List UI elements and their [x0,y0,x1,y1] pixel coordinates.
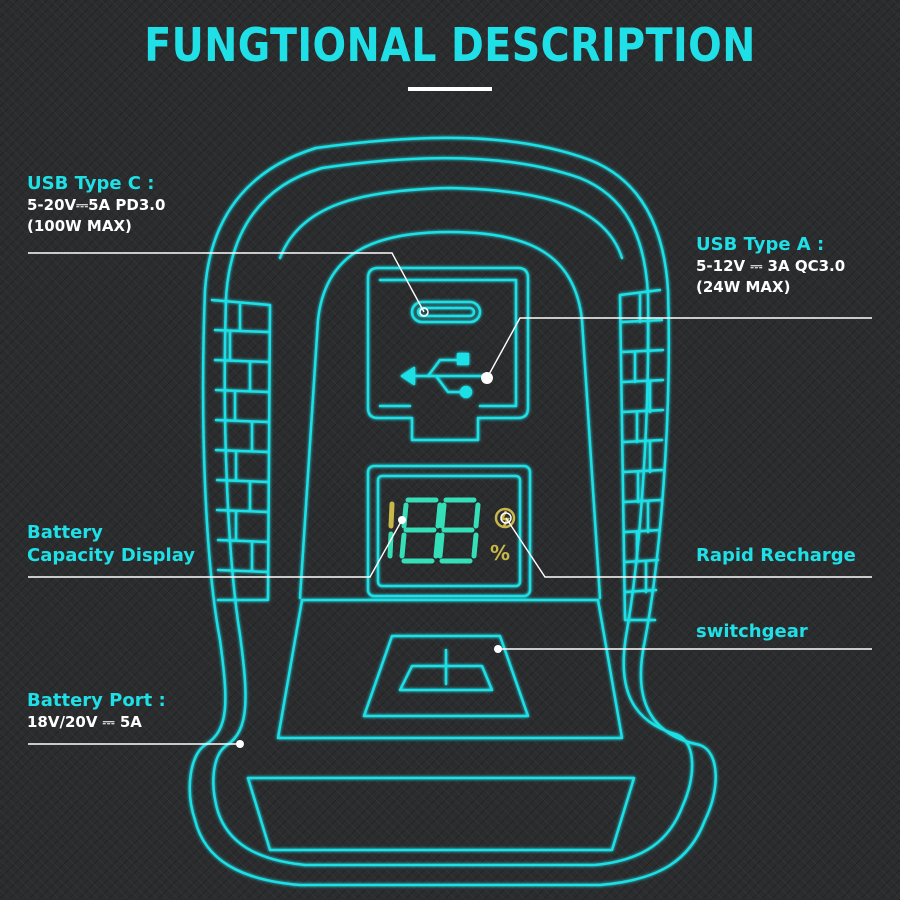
button-bezel [276,598,624,740]
title-underline [408,87,492,91]
callout-battery-display-heading-1: Battery [27,522,103,543]
callout-usb-a-heading: USB Type A : [696,234,825,255]
callout-usb-a: USB Type A : 5-12V ⎓ 3A QC3.0 (24W MAX) [696,233,845,298]
callout-battery-port: Battery Port : 18V/20V ⎓ 5A [27,689,166,733]
callout-battery-display-heading-2: Capacity Display [27,545,196,566]
callout-battery-port-spec-1: 18V/20V ⎓ 5A [27,713,142,731]
housing-outer [188,136,717,887]
grip-texture-left [210,298,272,602]
callout-usb-c-spec-2: (100W MAX) [27,217,132,235]
leader-usb-c [28,252,425,313]
callout-usb-c: USB Type C : 5-20V⎓5A PD3.0 (100W MAX) [27,172,165,237]
page-title: FUNGTIONAL DESCRIPTION [144,18,756,72]
usb-trident-icon [400,352,488,399]
callout-usb-c-spec-1: 5-20V⎓5A PD3.0 [27,196,166,214]
display-percent-sign: % [490,541,510,565]
callout-usb-c-heading: USB Type C : [27,173,155,194]
display-window [366,464,532,598]
usb-port-module [366,266,530,442]
callout-battery-port-heading: Battery Port : [27,690,166,711]
callout-switchgear: switchgear [696,620,808,643]
callout-usb-a-spec-2: (24W MAX) [696,278,791,296]
display-digits-graphic [387,497,481,564]
central-panel [298,230,602,600]
leader-battery-display [28,519,403,578]
leader-usb-a [486,317,872,379]
callout-switchgear-heading: switchgear [696,621,808,642]
power-button-icon [362,634,530,718]
callout-battery-display: Battery Capacity Display [27,521,195,567]
callout-usb-a-spec-1: 5-12V ⎓ 3A QC3.0 [696,257,846,275]
leader-rapid-recharge [505,517,872,578]
callout-rapid-recharge: Rapid Recharge [696,544,856,567]
usb-c-port-icon [410,300,482,324]
callout-rapid-recharge-heading: Rapid Recharge [696,545,856,566]
housing-inner [212,156,694,867]
body-contour [278,186,624,260]
battery-slot [246,776,636,852]
